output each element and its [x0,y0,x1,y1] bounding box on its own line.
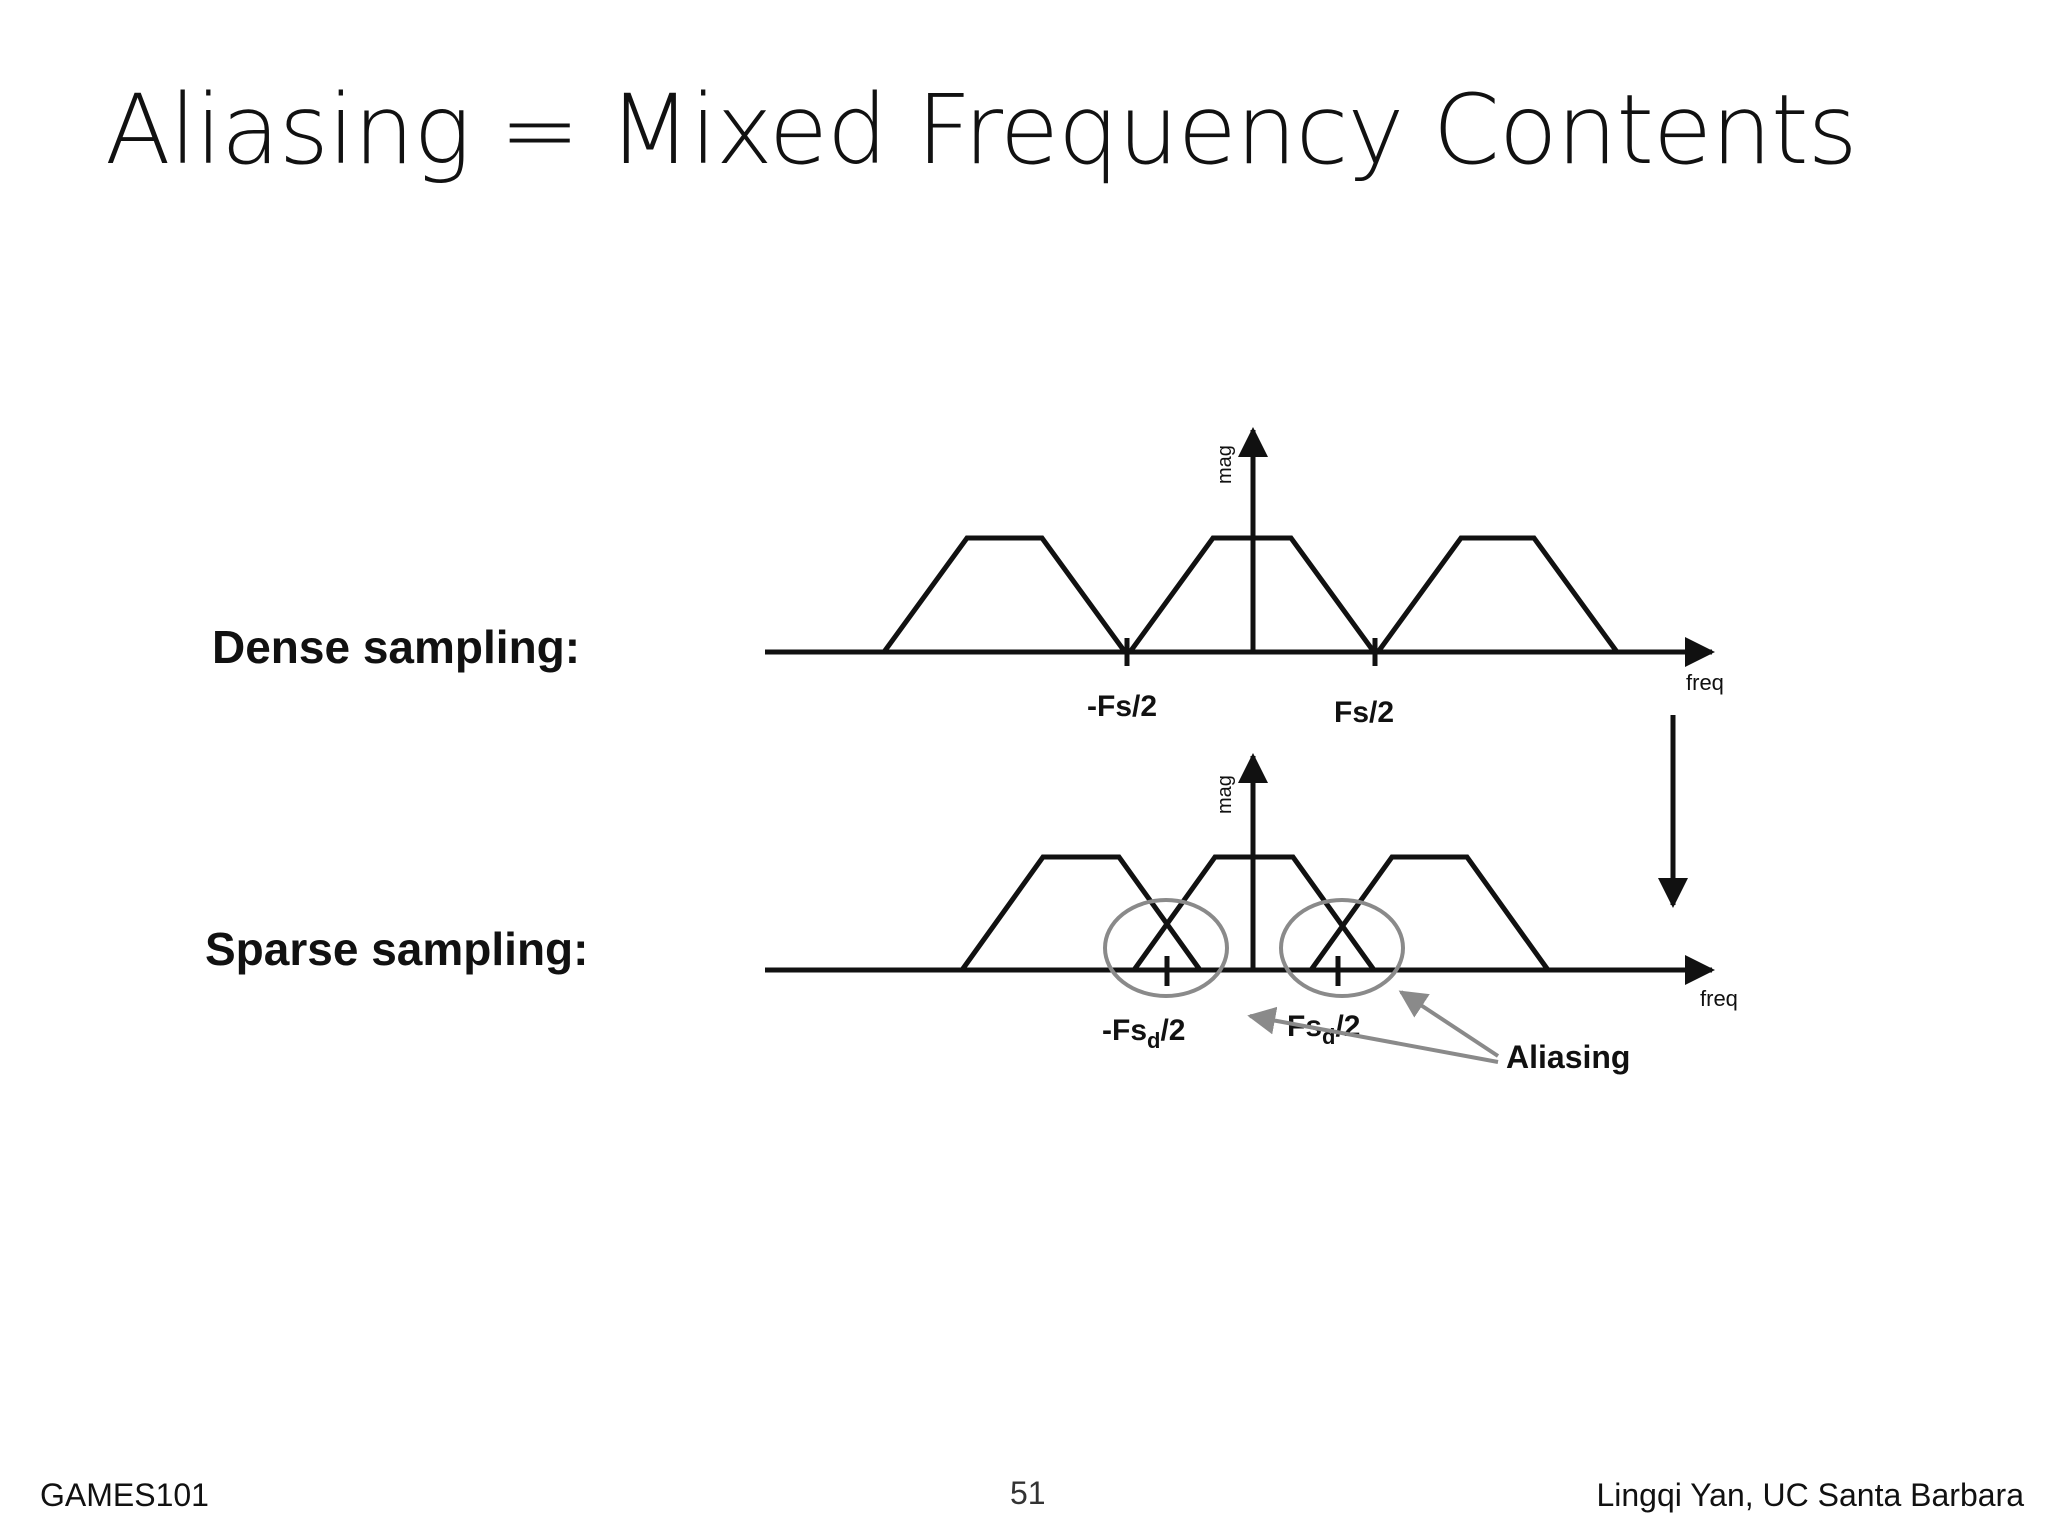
dense-replica-center [1127,535,1377,654]
aliasing-arrow-to-circle [1398,990,1500,1058]
aliasing-annotation: Aliasing [1506,1039,1630,1075]
sparse-replica-right [1308,854,1551,972]
dense-sampling-label: Dense sampling: [212,621,581,673]
sparse-pos-half-suffix: /2 [1335,1010,1360,1043]
sparse-sampling-label: Sparse sampling: [205,923,589,975]
footer-course-name: GAMES101 [40,1477,209,1513]
dense-y-axis-label: mag [1214,445,1236,484]
dense-x-axis-label: freq [1686,670,1724,695]
sparse-replica-center [1131,854,1377,972]
aliasing-arrow-to-label [1247,1006,1499,1064]
dense-replica-right [1375,535,1620,654]
sparse-spectrum: mag freq -Fsd/2 Fsd/2 Aliasing [765,753,1738,1075]
sparse-neg-half-prefix: -Fs [1102,1014,1147,1047]
sparse-replica-left [959,854,1203,972]
sparse-neg-half-label: -Fsd/2 [1102,1014,1185,1053]
dense-spectrum: mag freq -Fs/2 Fs/2 [765,427,1724,729]
dense-replica-left [881,535,1128,654]
sparse-x-axis-label: freq [1700,986,1738,1011]
slide-title: Aliasing = Mixed Frequency Contents [105,74,1858,186]
sparse-neg-half-suffix: /2 [1160,1014,1185,1047]
dense-pos-half-label: Fs/2 [1334,696,1394,729]
footer-page-number: 51 [1010,1475,1046,1511]
sparse-neg-half-sub: d [1147,1028,1160,1053]
dense-neg-half-label: -Fs/2 [1087,690,1157,723]
aliasing-circle-right [1279,898,1405,998]
sparse-y-axis-label: mag [1214,775,1236,814]
footer-author: Lingqi Yan, UC Santa Barbara [1596,1477,2024,1513]
aliasing-circle-left [1103,898,1229,998]
